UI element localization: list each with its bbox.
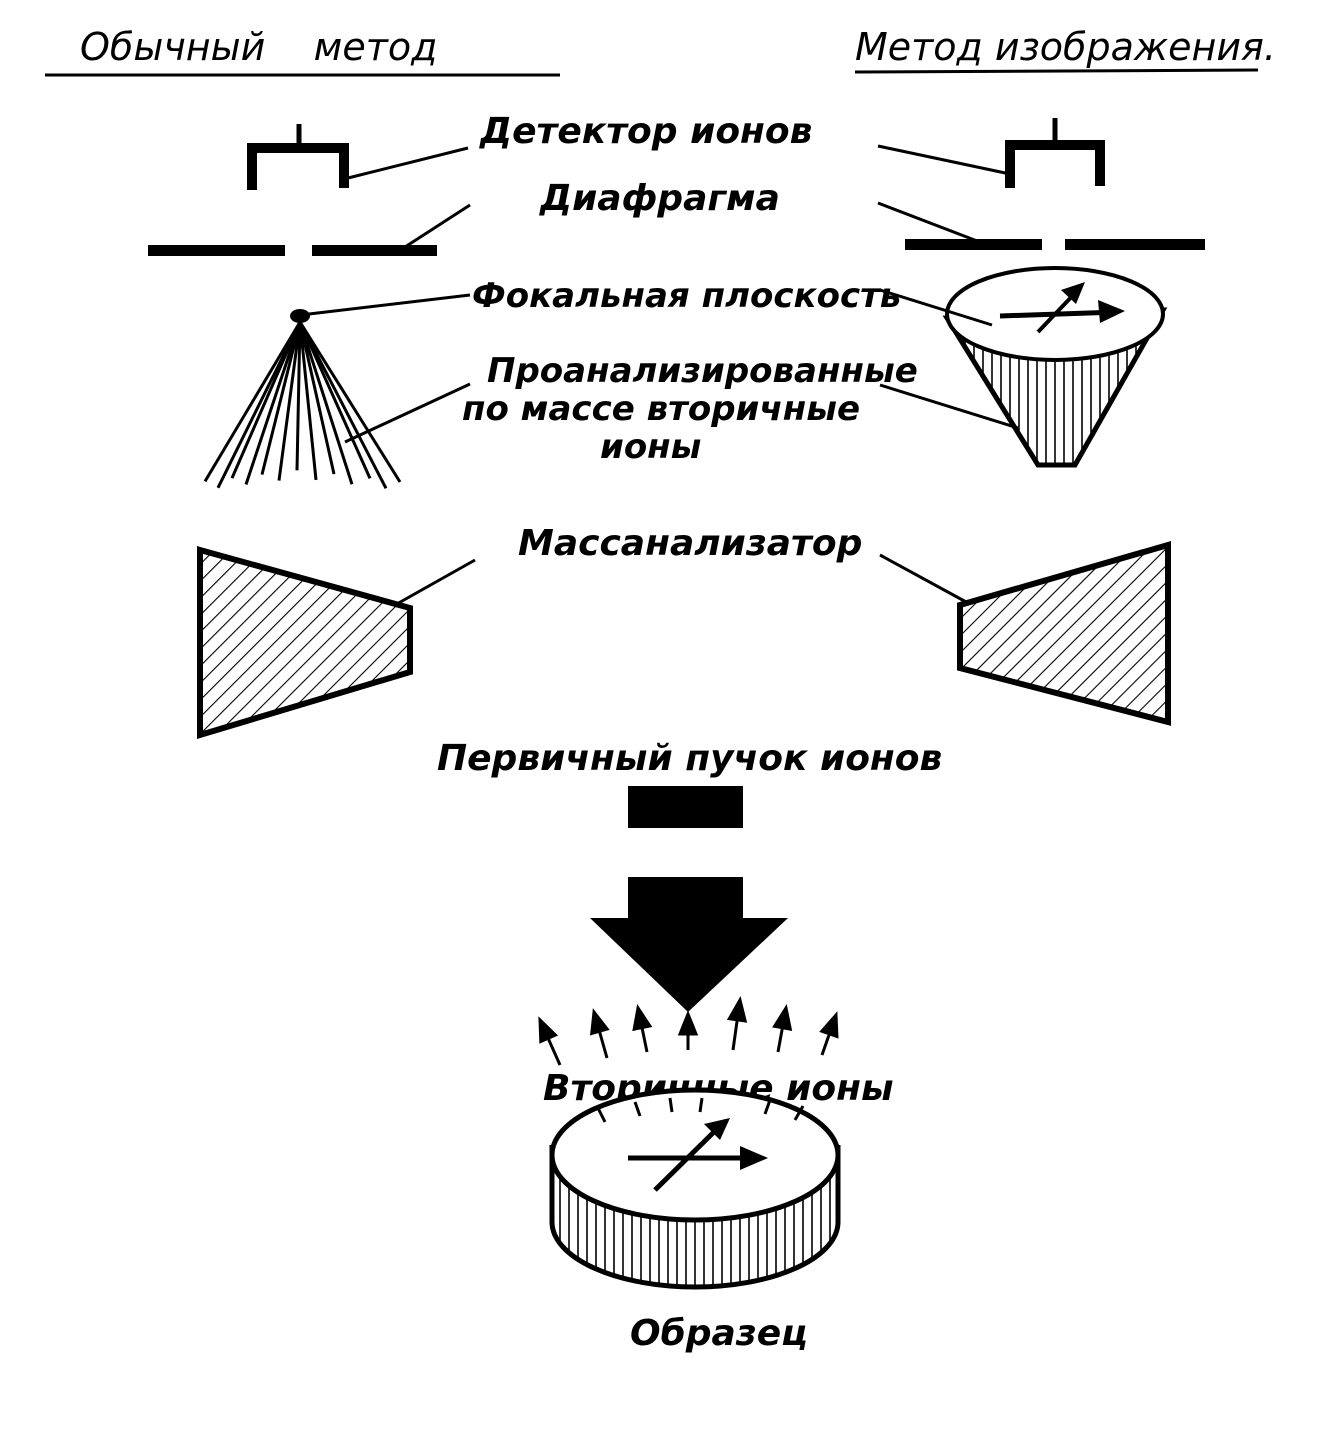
ion-ray <box>260 321 302 475</box>
focal-plane-arrowhead-diagonal <box>1061 282 1085 304</box>
emission-tick <box>763 1099 772 1115</box>
sample-emission-ticks <box>596 1097 805 1123</box>
arrow-up-icon <box>590 1008 610 1036</box>
leader-diaphragm-right <box>877 201 986 246</box>
label-diaphragm: Диафрагма <box>539 178 780 219</box>
label-analyzed-ions-3: ионы <box>600 427 701 467</box>
leader-detector-left <box>347 146 469 180</box>
header-right: Метод изображения. <box>855 25 1276 69</box>
right-ion-detector <box>1005 118 1105 188</box>
focal-plane-arrow-horizontal <box>999 309 1119 319</box>
emission-tick <box>698 1097 704 1113</box>
ion-ray <box>203 321 302 483</box>
ion-ray <box>298 321 388 490</box>
leader-focal-left <box>308 293 471 316</box>
ion-ray <box>298 321 318 481</box>
leader-detector-right <box>877 144 1011 176</box>
label-focal-plane: Фокальная плоскость <box>472 276 901 316</box>
primary-ion-beam-block <box>628 786 743 828</box>
left-focal-point <box>290 309 310 323</box>
header-left: Обычный метод <box>80 25 437 69</box>
emission-tick <box>596 1107 607 1123</box>
label-sample: Образец <box>630 1313 808 1354</box>
leader-analyzed-right <box>879 383 1019 430</box>
focal-plane-arrowhead-horizontal <box>1098 300 1125 323</box>
sample-arrowhead-diagonal <box>704 1118 730 1140</box>
right-diaphragm <box>905 239 1205 250</box>
ion-ray <box>277 321 302 481</box>
ion-ray <box>298 321 354 485</box>
arrow-up-icon <box>632 1004 653 1032</box>
left-analyzed-ion-fan <box>203 321 402 490</box>
arrow-up-icon <box>726 996 748 1023</box>
leader-analyzed-left <box>344 382 471 444</box>
label-analyzed-ions-2: по массе вторичные <box>462 389 860 429</box>
left-ion-detector <box>247 124 349 190</box>
ion-ray <box>298 321 336 475</box>
emission-tick <box>793 1105 805 1121</box>
label-analyzed-ions-1: Проанализированные <box>487 351 918 391</box>
ion-ray <box>295 321 302 471</box>
leader-mass-left <box>394 558 476 607</box>
leader-focal-right <box>879 288 993 327</box>
sample-arrow-diagonal <box>653 1126 720 1192</box>
right-mass-analyzer <box>957 541 1171 726</box>
secondary-ion-arrows <box>538 996 839 1066</box>
left-mass-analyzer <box>197 546 413 740</box>
leader-mass-right <box>879 553 969 605</box>
right-imaging-cone <box>942 266 1168 468</box>
sample-disc <box>549 1087 841 1290</box>
left-diaphragm <box>148 245 437 256</box>
sample-arrowhead-horizontal <box>740 1146 768 1170</box>
label-primary-beam: Первичный пучок ионов <box>437 738 942 779</box>
primary-beam-arrow <box>590 877 788 1012</box>
label-ion-detector: Детектор ионов <box>479 111 812 152</box>
arrow-up-icon <box>819 1011 839 1039</box>
emission-tick <box>668 1097 674 1113</box>
ion-ray <box>230 321 302 479</box>
arrow-up-icon <box>772 1004 793 1031</box>
leader-diaphragm-left <box>404 203 471 249</box>
arrow-up-icon <box>677 1009 699 1036</box>
label-mass-analyzer: Массанализатор <box>518 523 862 564</box>
arrow-up-icon <box>538 1016 559 1044</box>
emission-tick <box>633 1101 642 1117</box>
ion-ray <box>244 321 302 485</box>
ion-ray <box>298 321 402 483</box>
ion-ray <box>298 321 372 480</box>
header-right-underline <box>854 68 1259 74</box>
